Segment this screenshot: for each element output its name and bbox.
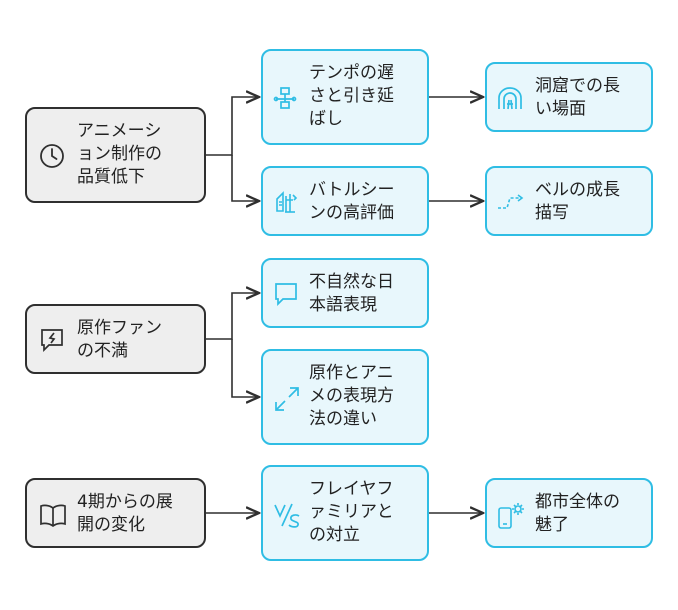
- clock-icon: [39, 143, 65, 169]
- node-tempo-label: テンポの遅 さと引き延 ばし: [309, 63, 394, 129]
- node-season4: 4期からの展 開の変化: [25, 478, 206, 548]
- node-expression-diff-label: 原作とアニ メの表現方 法の違い: [309, 363, 394, 429]
- node-fan-dissatisfaction: 原作ファン の不満: [25, 304, 206, 374]
- node-cave-label: 洞窟での長 い場面: [535, 76, 620, 119]
- edge-quality-to-battle: [231, 155, 259, 201]
- knight-icon: [273, 190, 299, 216]
- diverging-arrows-icon: [273, 385, 301, 413]
- speech-bubble-icon: [273, 281, 299, 307]
- node-freya-label: フレイヤフ ァミリアと の対立: [309, 479, 394, 545]
- node-battle: バトルシー ンの高評価: [261, 166, 429, 236]
- node-japanese-label: 不自然な日 本語表現: [309, 272, 394, 315]
- node-japanese: 不自然な日 本語表現: [261, 258, 429, 328]
- edge-fan-to-expression: [231, 339, 259, 397]
- path-arrow-icon: [497, 192, 525, 212]
- node-city-label: 都市全体の 魅了: [535, 492, 620, 535]
- node-season4-label: 4期からの展 開の変化: [77, 492, 173, 535]
- tunnel-icon: [497, 86, 523, 110]
- edge-fan-to-japanese: [205, 293, 259, 340]
- node-bell-label: ベルの成長 描写: [535, 180, 620, 223]
- flowchart-icon: [273, 86, 297, 110]
- node-cave: 洞窟での長 い場面: [485, 62, 653, 132]
- broken-speech-bubble-icon: [39, 327, 65, 353]
- node-bell: ベルの成長 描写: [485, 166, 653, 236]
- node-battle-label: バトルシー ンの高評価: [309, 180, 395, 223]
- phone-settings-icon: [497, 502, 525, 530]
- node-anime-quality: アニメーシ ョン制作の 品質低下: [25, 107, 206, 203]
- node-freya: フレイヤフ ァミリアと の対立: [261, 465, 429, 561]
- edge-quality-to-tempo: [205, 97, 259, 156]
- node-expression-diff: 原作とアニ メの表現方 法の違い: [261, 349, 429, 445]
- node-city: 都市全体の 魅了: [485, 478, 653, 548]
- node-fan-dissatisfaction-label: 原作ファン の不満: [77, 318, 162, 361]
- open-book-icon: [39, 503, 67, 527]
- node-tempo: テンポの遅 さと引き延 ばし: [261, 49, 429, 145]
- versus-icon: [273, 502, 301, 528]
- node-anime-quality-label: アニメーシ ョン制作の 品質低下: [77, 121, 162, 187]
